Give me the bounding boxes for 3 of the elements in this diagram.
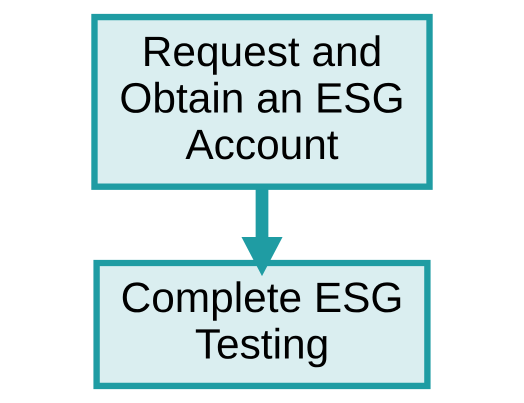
node-box: Complete ESG Testing: [93, 260, 431, 390]
arrow: [241, 187, 283, 276]
node-box: Request and Obtain an ESG Account: [91, 14, 433, 190]
